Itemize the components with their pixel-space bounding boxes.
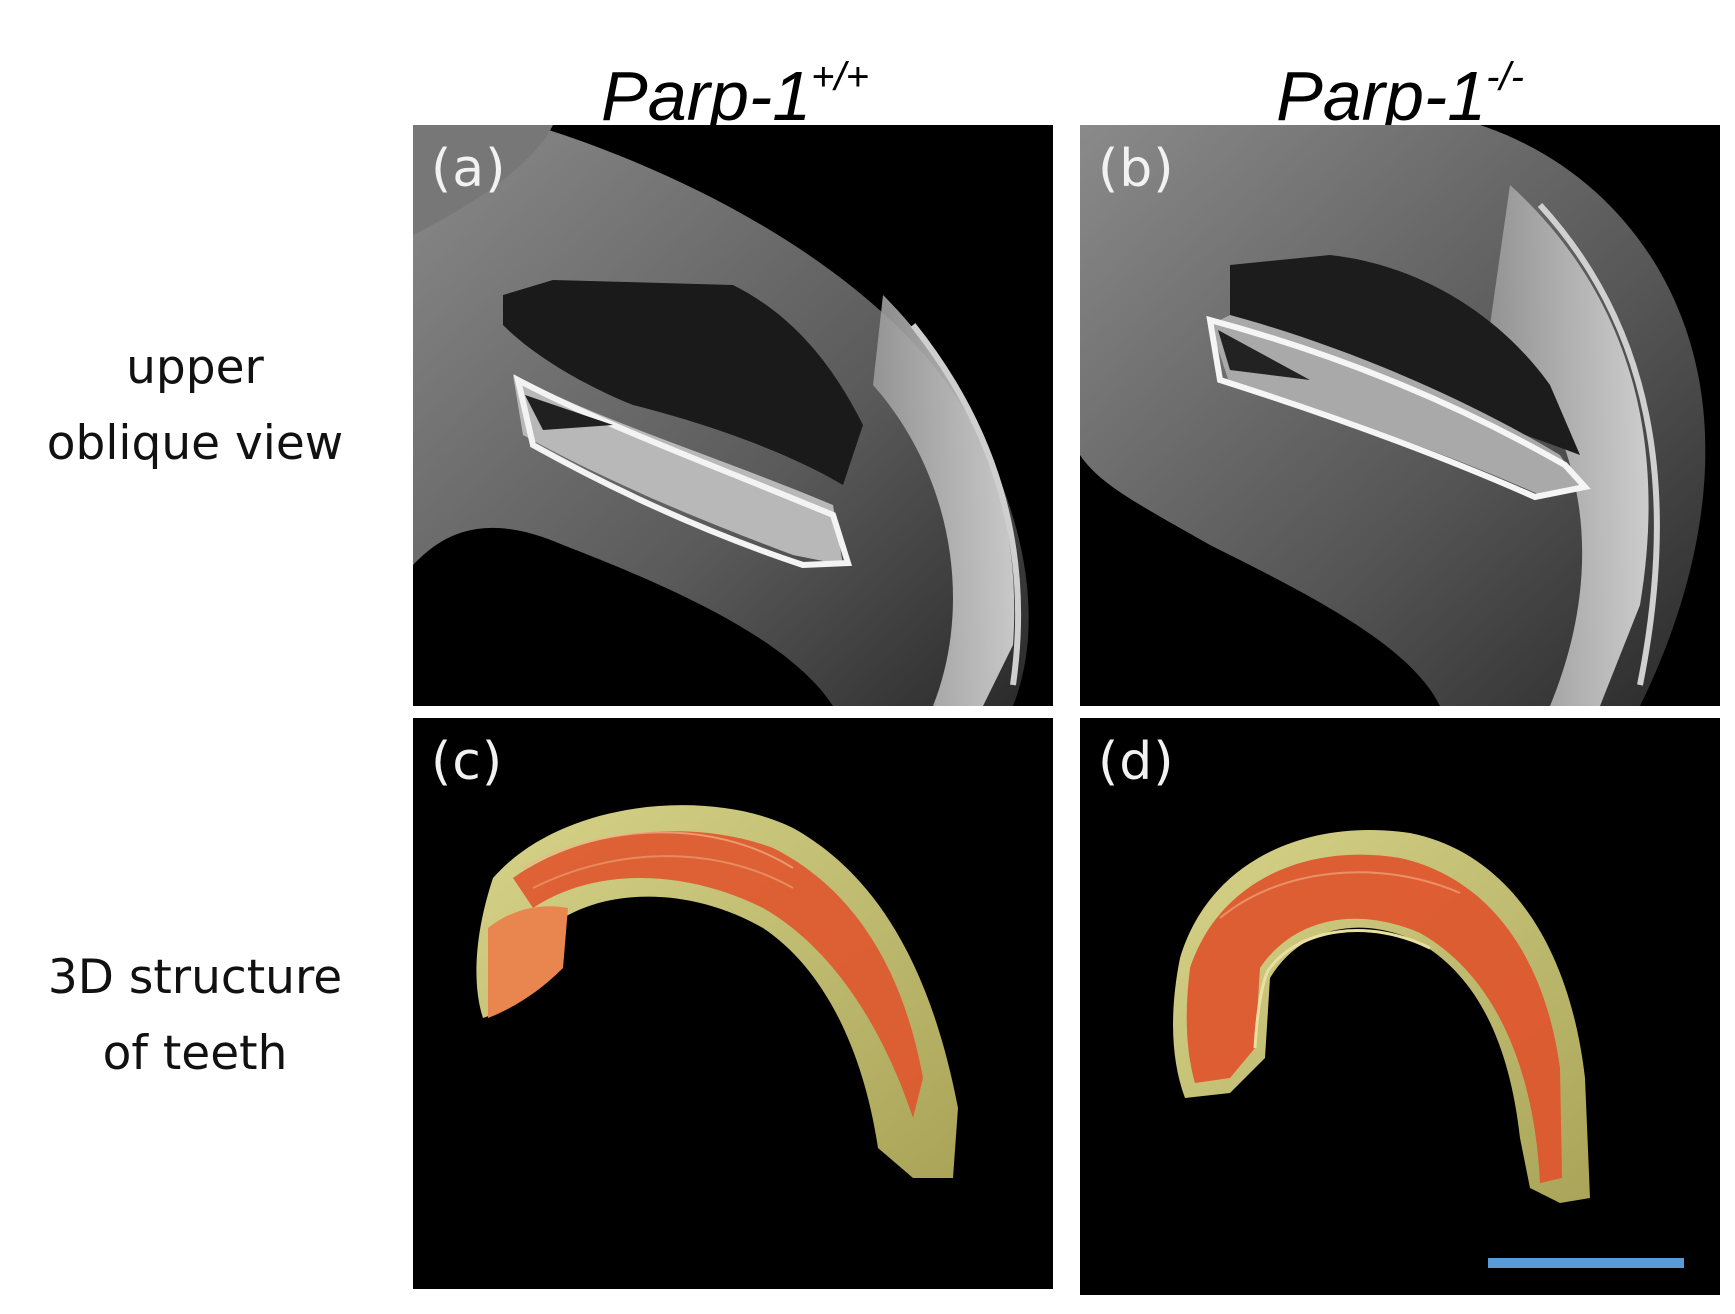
panel-b-label: (b) (1098, 139, 1175, 199)
panel-d-tooth-render: (d) (1080, 718, 1720, 1295)
panel-b-ct-render (1080, 125, 1720, 706)
column-header-knockout: Parp-1-/- (1080, 22, 1720, 135)
panel-d-incisor-model (1173, 829, 1590, 1203)
panel-a-label: (a) (431, 139, 507, 199)
row-label-top-line2: oblique view (46, 416, 344, 471)
row-label-bottom-line1: 3D structure (47, 950, 343, 1005)
column-header-knockout-base: Parp-1 (1276, 57, 1487, 135)
panel-c-tooth-render: (c) (413, 718, 1053, 1289)
panel-a-ct-render (413, 125, 1053, 706)
row-label-top-line1: upper (126, 340, 264, 395)
row-label-upper-oblique-view: upper oblique view (0, 330, 390, 482)
column-header-knockout-genotype: -/- (1486, 55, 1524, 99)
row-label-bottom-line2: of teeth (102, 1026, 288, 1081)
column-header-wildtype-base: Parp-1 (601, 57, 812, 135)
panel-c-label: (c) (431, 732, 504, 792)
panel-d-label: (d) (1098, 732, 1175, 792)
scale-bar (1488, 1258, 1684, 1268)
column-header-wildtype-genotype: +/+ (811, 55, 869, 99)
panel-b-ct-image: (b) (1080, 125, 1720, 706)
row-label-3d-structure: 3D structure of teeth (0, 940, 390, 1092)
column-header-wildtype: Parp-1+/+ (415, 22, 1055, 135)
panel-c-incisor-model (476, 805, 958, 1178)
panel-a-ct-image: (a) (413, 125, 1053, 706)
